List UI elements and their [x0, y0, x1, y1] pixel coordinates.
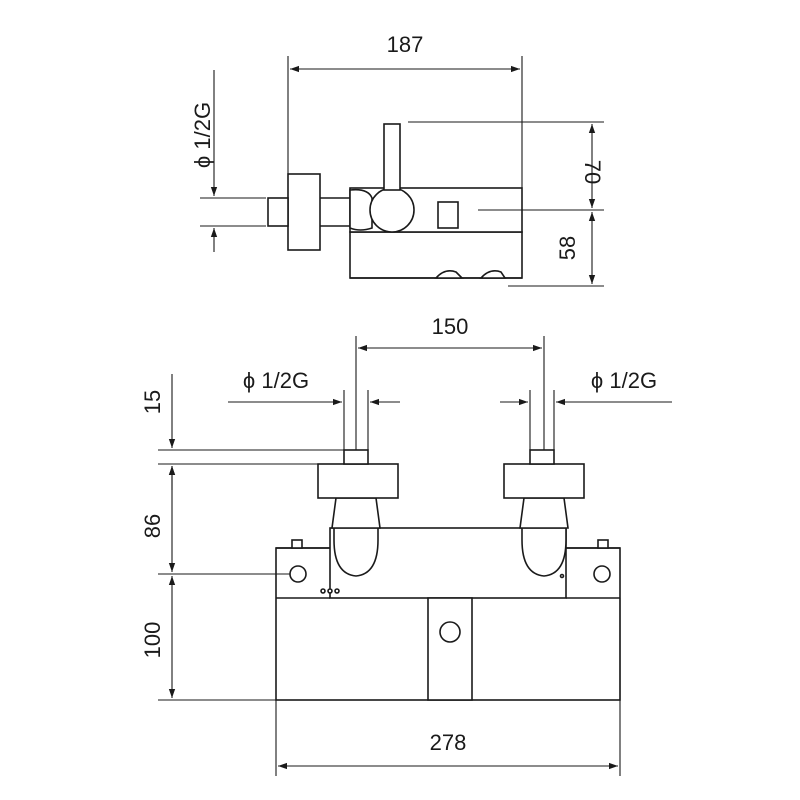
front-view-flange-left	[317, 463, 399, 499]
dim-top-thread: ϕ 1/2G	[190, 102, 215, 168]
dim-top-height-lower: 58	[555, 236, 580, 260]
side-view-lever	[383, 123, 401, 191]
dim-top-width: 187	[387, 32, 424, 57]
front-view: 150 ϕ 1/2G ϕ 1/2G 15 86 100 278	[140, 314, 672, 776]
dim-upper-height: 86	[140, 514, 165, 538]
side-view-outlet-right	[479, 270, 507, 279]
dim-inlet-spacing: 150	[432, 314, 469, 339]
side-view-outlet-left	[434, 270, 464, 279]
front-view-hole-left	[289, 565, 307, 583]
side-view-inlet-nipple	[267, 197, 289, 227]
side-view-handle-knob	[369, 187, 415, 233]
dim-right-thread: ϕ 1/2G	[591, 368, 657, 393]
side-view-flange	[287, 173, 321, 251]
dim-left-thread: ϕ 1/2G	[243, 368, 309, 393]
front-view-flange-right	[503, 463, 585, 499]
dim-total-width: 278	[430, 730, 467, 755]
front-view-nipple-left	[343, 449, 369, 465]
side-view-handle-base	[349, 188, 373, 231]
front-view-outlet-panel	[427, 597, 473, 701]
dim-nipple-length: 15	[140, 390, 165, 414]
front-view-outlet-hole	[439, 621, 461, 643]
dim-lower-height: 100	[140, 622, 165, 659]
front-view-nipple-right	[529, 449, 555, 465]
dim-top-height-upper: 70	[580, 160, 605, 184]
side-view-diverter-button	[437, 201, 459, 229]
front-view-handle-left	[333, 527, 379, 577]
front-view-handle-right	[521, 527, 567, 577]
front-view-hole-right	[593, 565, 611, 583]
side-view: 187 70 58 ϕ 1/2G	[190, 32, 605, 287]
